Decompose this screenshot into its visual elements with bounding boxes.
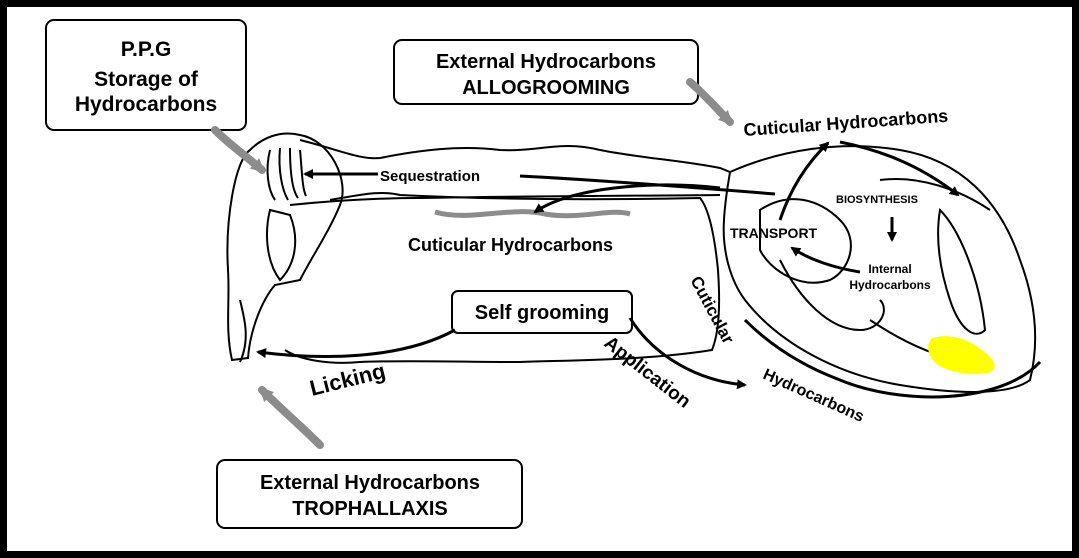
allogrooming-line2: ALLOGROOMING [462,77,630,99]
label-licking: Licking [307,358,388,401]
highlight-blob [928,336,995,374]
box-allogrooming: External Hydrocarbons ALLOGROOMING [394,40,698,104]
label-transport: TRANSPORT [730,225,818,241]
box-ppg: P.P.G Storage of Hydrocarbons [46,20,246,130]
arrow-transport-up [780,143,828,220]
ant-mandible [240,300,246,362]
label-application: Application [600,332,694,412]
label-biosynthesis: BIOSYNTHESIS [836,194,918,206]
arrow-trophallaxis-to-mouth [262,390,320,445]
label-cuticular-top: Cuticular Hydrocarbons [743,106,949,140]
cuticle-underline [435,212,630,216]
ant-thorax-lower [285,193,719,363]
self-grooming-label: Self grooming [475,302,609,324]
arrow-ppg-to-gland [215,130,262,170]
label-sequestration: Sequestration [380,168,480,185]
label-internal-2: Hydrocarbons [849,278,931,292]
label-cuticular-side-1: Cuticular [686,273,738,347]
ant-thorax [300,140,730,172]
trophallaxis-line2: TROPHALLAXIS [292,498,448,520]
allogrooming-line1: External Hydrocarbons [436,51,656,73]
label-cuticular-mid: Cuticular Hydrocarbons [408,235,613,255]
trophallaxis-line1: External Hydrocarbons [260,472,480,494]
ppg-line2: Storage of [94,68,199,91]
label-internal-1: Internal [868,262,911,276]
ppg-title: P.P.G [121,38,172,61]
box-self-grooming: Self grooming [452,291,632,333]
ppg-line3: Hydrocarbons [75,93,217,116]
box-trophallaxis: External Hydrocarbons TROPHALLAXIS [217,460,522,528]
label-cuticular-side-2: Hydrocarbons [760,366,866,426]
